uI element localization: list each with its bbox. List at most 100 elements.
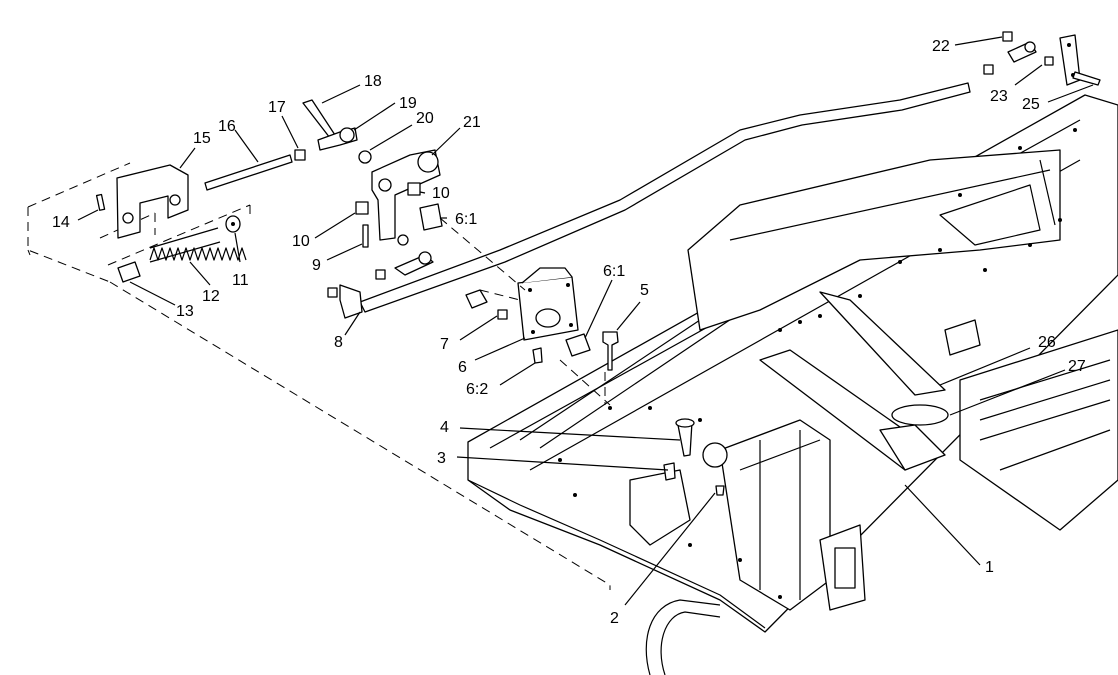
deck-front-edge — [467, 479, 766, 629]
deck-studs — [663, 418, 725, 496]
deck-holes — [558, 128, 1077, 599]
compression-spring — [149, 247, 247, 261]
callout-17: 17 — [268, 99, 286, 116]
clevis-block — [116, 164, 189, 239]
pin-9 — [362, 224, 369, 248]
washer-20 — [358, 150, 372, 164]
nut-10-upper — [407, 182, 421, 196]
linkage-parts — [294, 99, 508, 320]
rod-end-lower-eye — [418, 251, 432, 265]
bushing-6-1-upper — [419, 203, 443, 231]
spring-bushing — [117, 261, 141, 283]
washer-lower — [397, 234, 409, 246]
clevis-hole — [169, 194, 181, 206]
bolt-5 — [602, 331, 619, 371]
callout-27: 27 — [1068, 358, 1086, 375]
callout-19: 19 — [399, 95, 417, 112]
callout-6: 6 — [458, 359, 467, 376]
callout-12: 12 — [202, 288, 220, 305]
nut-right — [983, 64, 994, 75]
callout-11: 11 — [232, 272, 249, 289]
grease-fitting — [532, 347, 543, 364]
jam-nut — [294, 149, 306, 161]
callout-10-lower: 10 — [292, 233, 310, 250]
callout-6-1-upper: 6:1 — [455, 211, 477, 228]
callout-8: 8 — [334, 334, 343, 351]
callout-6-2: 6:2 — [466, 381, 488, 398]
pivot-bushing — [535, 308, 561, 328]
bracket-detail — [739, 430, 821, 600]
side-skirt — [959, 329, 1118, 531]
callout-6-1-lower: 6:1 — [603, 263, 625, 280]
roll-pin — [95, 193, 106, 211]
nut-22 — [1002, 31, 1013, 42]
nut-rod-b — [327, 287, 338, 298]
callout-3: 3 — [437, 450, 446, 467]
callout-21: 21 — [463, 114, 481, 131]
callout-4: 4 — [440, 419, 449, 436]
hood-panel — [687, 149, 1061, 331]
hood-crease — [729, 159, 1056, 241]
rod-end-eye — [339, 127, 355, 143]
callout-14: 14 — [52, 214, 70, 231]
callout-16: 16 — [218, 118, 236, 135]
rear-bushing — [944, 319, 981, 356]
callout-26: 26 — [1038, 334, 1056, 351]
callout-2: 2 — [610, 610, 619, 627]
callout-1: 1 — [985, 559, 994, 576]
callout-13: 13 — [176, 303, 194, 320]
clevis-pin — [465, 289, 488, 309]
clevis-hole-2 — [122, 212, 134, 224]
callout-18: 18 — [364, 73, 382, 90]
hose-inner — [660, 611, 721, 675]
control-rod-body — [359, 82, 971, 313]
nut-7 — [497, 309, 508, 320]
assembly-boundary — [27, 162, 611, 590]
pivot-bracket-assembly — [439, 217, 619, 406]
bellcrank-pivot — [378, 178, 392, 192]
leader-lines — [77, 36, 1094, 606]
deck-large-hole — [702, 442, 728, 468]
bolt-18 — [302, 99, 336, 139]
fitting-3 — [663, 462, 676, 481]
lower-block — [834, 547, 856, 589]
bracket-hole-4 — [569, 323, 573, 327]
callout-22: 22 — [932, 38, 950, 55]
bushing-6-1-lower — [565, 333, 591, 357]
callout-5: 5 — [640, 282, 649, 299]
bracket-hole-3 — [531, 330, 535, 334]
nut-right-2 — [1044, 56, 1054, 66]
link-plate-hole-1 — [1067, 43, 1071, 47]
callout-15: 15 — [193, 130, 211, 147]
bellcrank — [371, 149, 441, 241]
pedal-plate-upper — [819, 291, 946, 396]
spring-outline — [149, 227, 221, 263]
rod-end-23-eye — [1024, 41, 1036, 53]
callout-labels: 1 2 3 4 5 6 6:1 6:1 6:2 7 8 9 10 10 11 1… — [52, 38, 1086, 627]
skirt-ribs — [979, 359, 1111, 471]
spring-assembly — [27, 154, 611, 590]
bolt-2 — [715, 485, 725, 496]
control-rod — [339, 82, 971, 319]
rod-end-assembly-right — [983, 31, 1101, 86]
pivot-dash — [439, 217, 611, 406]
bellcrank-boss — [417, 151, 439, 173]
bracket-hole-2 — [566, 283, 570, 287]
frame-deck — [467, 94, 1118, 675]
pedal-plate-lower — [879, 424, 946, 471]
stud-4-head — [675, 418, 695, 428]
bolt-25 — [1072, 71, 1101, 86]
callout-25: 25 — [1022, 96, 1040, 113]
callout-7: 7 — [440, 336, 449, 353]
threaded-rod — [204, 154, 293, 191]
pivot-bracket-top — [521, 267, 573, 284]
washer-hole — [231, 222, 235, 226]
pedal-pad — [891, 404, 949, 426]
hose — [645, 599, 721, 675]
callout-23: 23 — [990, 88, 1008, 105]
callout-20: 20 — [416, 110, 434, 127]
nut-rod-a — [375, 269, 386, 280]
bracket-hole-1 — [528, 288, 532, 292]
